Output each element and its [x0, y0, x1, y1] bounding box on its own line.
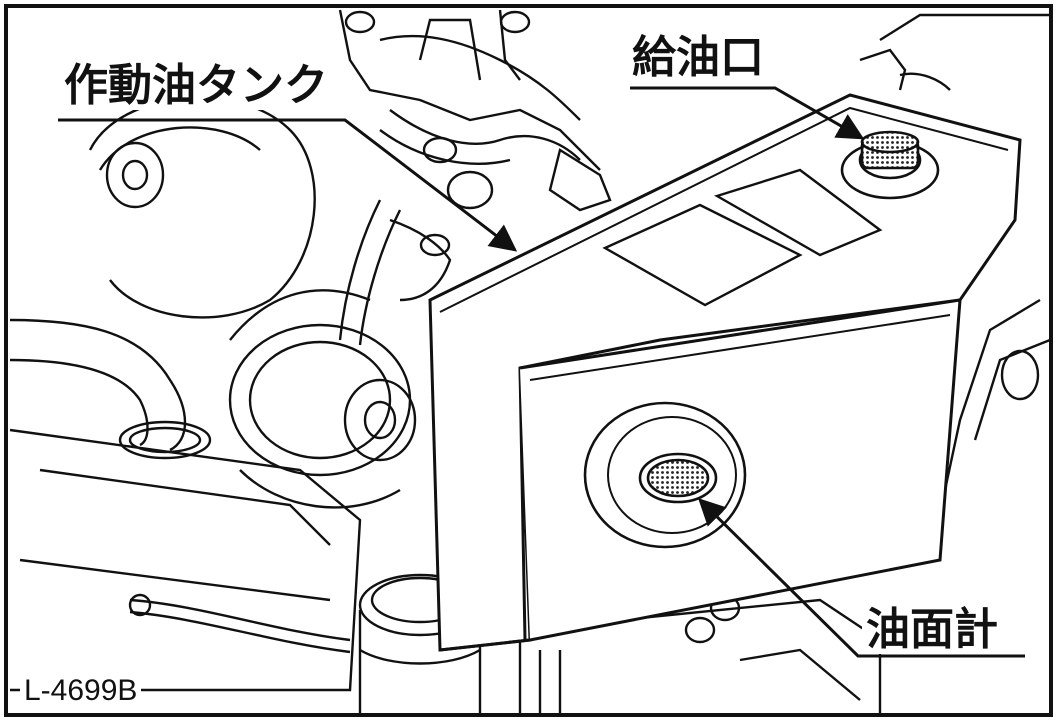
- oil-level-gauge-label: 油面計: [862, 606, 1002, 654]
- hydraulic-tank-label: 作動油タンク: [60, 62, 332, 110]
- gauge-leader: [698, 498, 1025, 658]
- leader-lines: [58, 86, 1025, 658]
- oil-filler-label: 給油口: [628, 34, 768, 82]
- oil-level-gauge: [583, 401, 747, 549]
- oil-filler-cap: [840, 130, 940, 200]
- filler-leader: [630, 86, 865, 140]
- figure-id-label: L-4699B: [20, 676, 142, 706]
- figure-border: [4, 4, 1053, 717]
- tank-leader: [58, 118, 518, 252]
